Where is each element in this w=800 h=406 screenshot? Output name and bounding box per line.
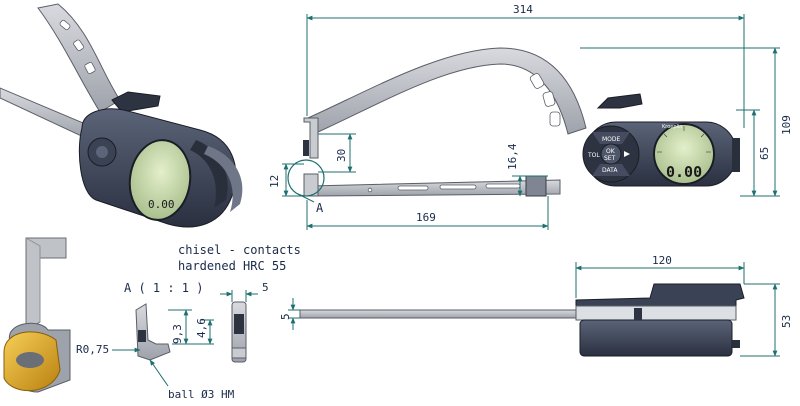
iso-upper-arm xyxy=(37,3,121,113)
btn-data: DATA xyxy=(602,167,618,174)
side-display xyxy=(653,123,715,185)
top-arm xyxy=(299,309,591,319)
detail-a-view: chisel - contacts hardened HRC 55 A ( 1 … xyxy=(124,243,301,363)
dim-overall-length: 314 xyxy=(513,3,533,16)
contacts-line-1: chisel - contacts xyxy=(178,243,301,257)
iso-display xyxy=(128,139,192,221)
dim-body-height: 65 xyxy=(758,147,771,160)
detail-title: A ( 1 : 1 ) xyxy=(124,281,203,295)
dim-measuring-height: 12 xyxy=(268,175,281,188)
top-body xyxy=(575,305,737,321)
dim-body-width: 120 xyxy=(652,254,672,267)
dim-total-height: 109 xyxy=(780,115,793,135)
side-dimension-labels: 314 109 65 169 30 12 16,4 xyxy=(268,3,793,224)
detail-dimensions xyxy=(112,290,258,387)
brand-text: Kroeplin xyxy=(662,124,682,130)
dim-arm-thickness: 5 xyxy=(279,313,292,320)
detail-marker: A xyxy=(316,201,324,215)
btn-tol: TOL xyxy=(587,152,600,159)
dim-jaw-offset: 30 xyxy=(335,149,348,162)
top-dimensions xyxy=(288,262,780,357)
isometric-view: 0.00 xyxy=(0,3,243,228)
contact-cutaway xyxy=(3,237,71,393)
arrow-right-icon xyxy=(624,151,630,157)
side-upper-arm xyxy=(307,47,587,135)
contacts-line-2: hardened HRC 55 xyxy=(178,259,286,273)
dim-arm-reach: 169 xyxy=(416,211,436,224)
top-dimension-labels: 120 53 5 xyxy=(279,254,793,328)
dim-ball: ball Ø3 HM xyxy=(168,388,235,401)
side-clip xyxy=(596,93,643,109)
btn-mode: MODE xyxy=(602,136,621,143)
side-dimensions xyxy=(282,14,780,230)
dim-detail-height-2: 4,6 xyxy=(195,318,208,338)
top-view xyxy=(299,283,745,357)
dim-detail-height-1: 9,3 xyxy=(171,324,184,344)
detail-dimension-labels: 5 9,3 4,6 R0,75 ball Ø3 HM xyxy=(76,281,269,401)
side-lower-arm xyxy=(309,179,561,197)
btn-ok: OK xyxy=(606,148,616,155)
iso-display-value: 0.00 xyxy=(148,198,175,211)
display-value: 0.00 xyxy=(666,163,702,181)
dim-contact-thickness: 16,4 xyxy=(506,143,519,170)
side-view: MODE OK SET TOL DATA Kroeplin 0.00 xyxy=(303,47,740,197)
dim-body-depth: 53 xyxy=(780,315,793,328)
dim-radius: R0,75 xyxy=(76,343,109,356)
dim-detail-width: 5 xyxy=(262,281,269,294)
btn-set: SET xyxy=(604,155,616,162)
